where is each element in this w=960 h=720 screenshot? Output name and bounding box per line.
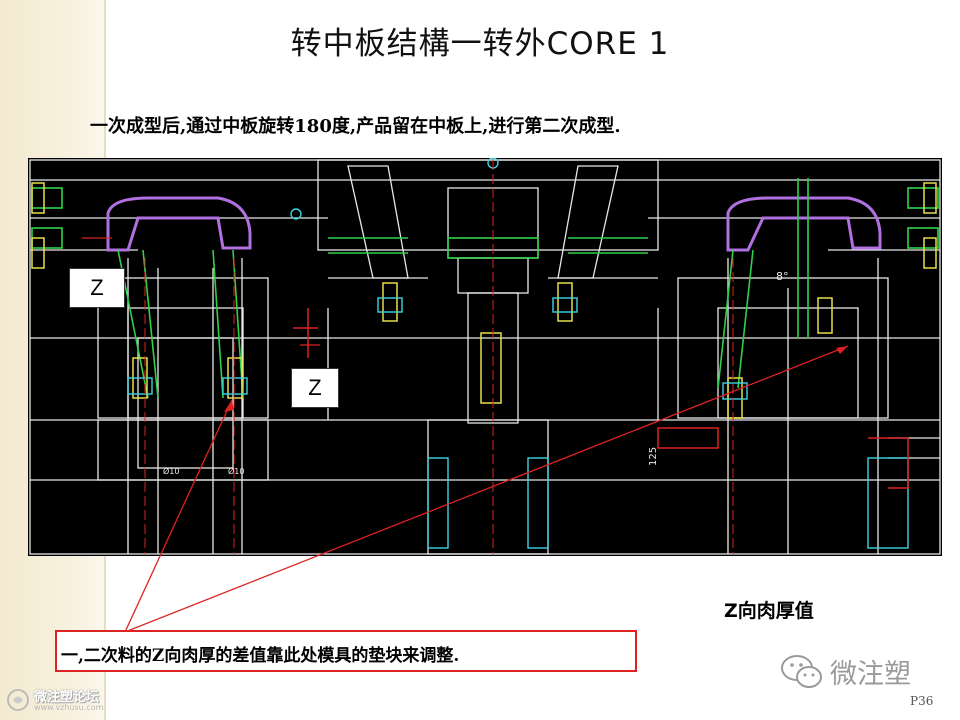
dimension-angle: 8°: [776, 270, 789, 283]
z-callout-right: Z: [291, 368, 339, 408]
slide-subtitle: 一次成型后,通过中板旋转180度,产品留在中板上,进行第二次成型.: [90, 116, 621, 137]
forum-watermark: 微注塑论坛 www.vzhusu.com: [6, 686, 136, 716]
dimension-125: 125: [648, 447, 659, 466]
forum-url: www.vzhusu.com: [34, 703, 104, 712]
wechat-icon: [781, 655, 822, 688]
forum-logo-icon: [7, 689, 29, 711]
z-thickness-label: Z向肉厚值: [724, 600, 814, 622]
slide-title: 转中板结構一转外CORE 1: [290, 26, 670, 62]
wechat-name: 微注塑: [830, 659, 911, 690]
wechat-watermark: 微注塑: [780, 650, 940, 694]
cad-drawing: 8° 125 Ø10 Ø10: [28, 158, 942, 556]
z-callout-left: Z: [69, 268, 125, 308]
dimension-dia-right: Ø10: [228, 466, 244, 476]
note-box: 一,二次料的Z向肉厚的差值靠此处模具的垫块来调整.: [55, 630, 637, 672]
note-text: 一,二次料的Z向肉厚的差值靠此处模具的垫块来调整.: [61, 646, 460, 666]
page-number: P36: [910, 694, 934, 708]
forum-name: 微注塑论坛: [34, 690, 100, 705]
mold-cross-section: 8° 125 Ø10 Ø10: [29, 158, 941, 555]
dimension-dia-left: Ø10: [163, 466, 179, 476]
